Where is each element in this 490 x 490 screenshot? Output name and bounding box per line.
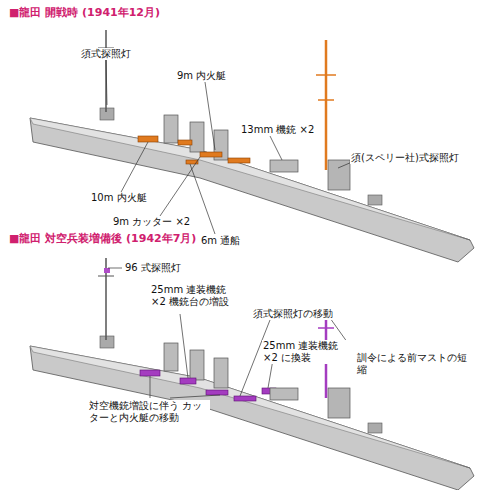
callout-label: 9m 内火艇 [176,70,227,82]
callout-label: 9m カッター ×2 [112,216,191,228]
section-heading: ■龍田 開戦時 (1941年12月) [8,6,161,19]
ship-drawing [30,30,474,262]
callout-label: 対空機銃増設に伴う カッターと内火艇の移動 [88,400,210,424]
leader-lines [106,60,360,398]
callout-label: 訓令による前マストの短縮 [356,352,468,376]
callout-label: 須(スペリー社)式探照灯 [350,152,460,164]
ship-drawing [30,258,474,490]
callout-label: 13mm 機銃 ×2 [240,124,315,136]
callout-label: 6m 通船 [200,235,241,247]
callout-label: 96 式探照灯 [124,262,182,274]
callout-label: 10m 内火艇 [90,192,148,204]
section-heading: ■龍田 対空兵装増備後 (1942年7月) [8,232,197,245]
callout-label: 須式探照灯の移動 [252,308,334,320]
callout-label: 25mm 連装機銃 ×2 に換装 [262,340,356,364]
callout-label: 25mm 連装機銃 ×2 機銃台の増設 [150,284,244,308]
callout-label: 須式探照灯 [80,48,132,60]
